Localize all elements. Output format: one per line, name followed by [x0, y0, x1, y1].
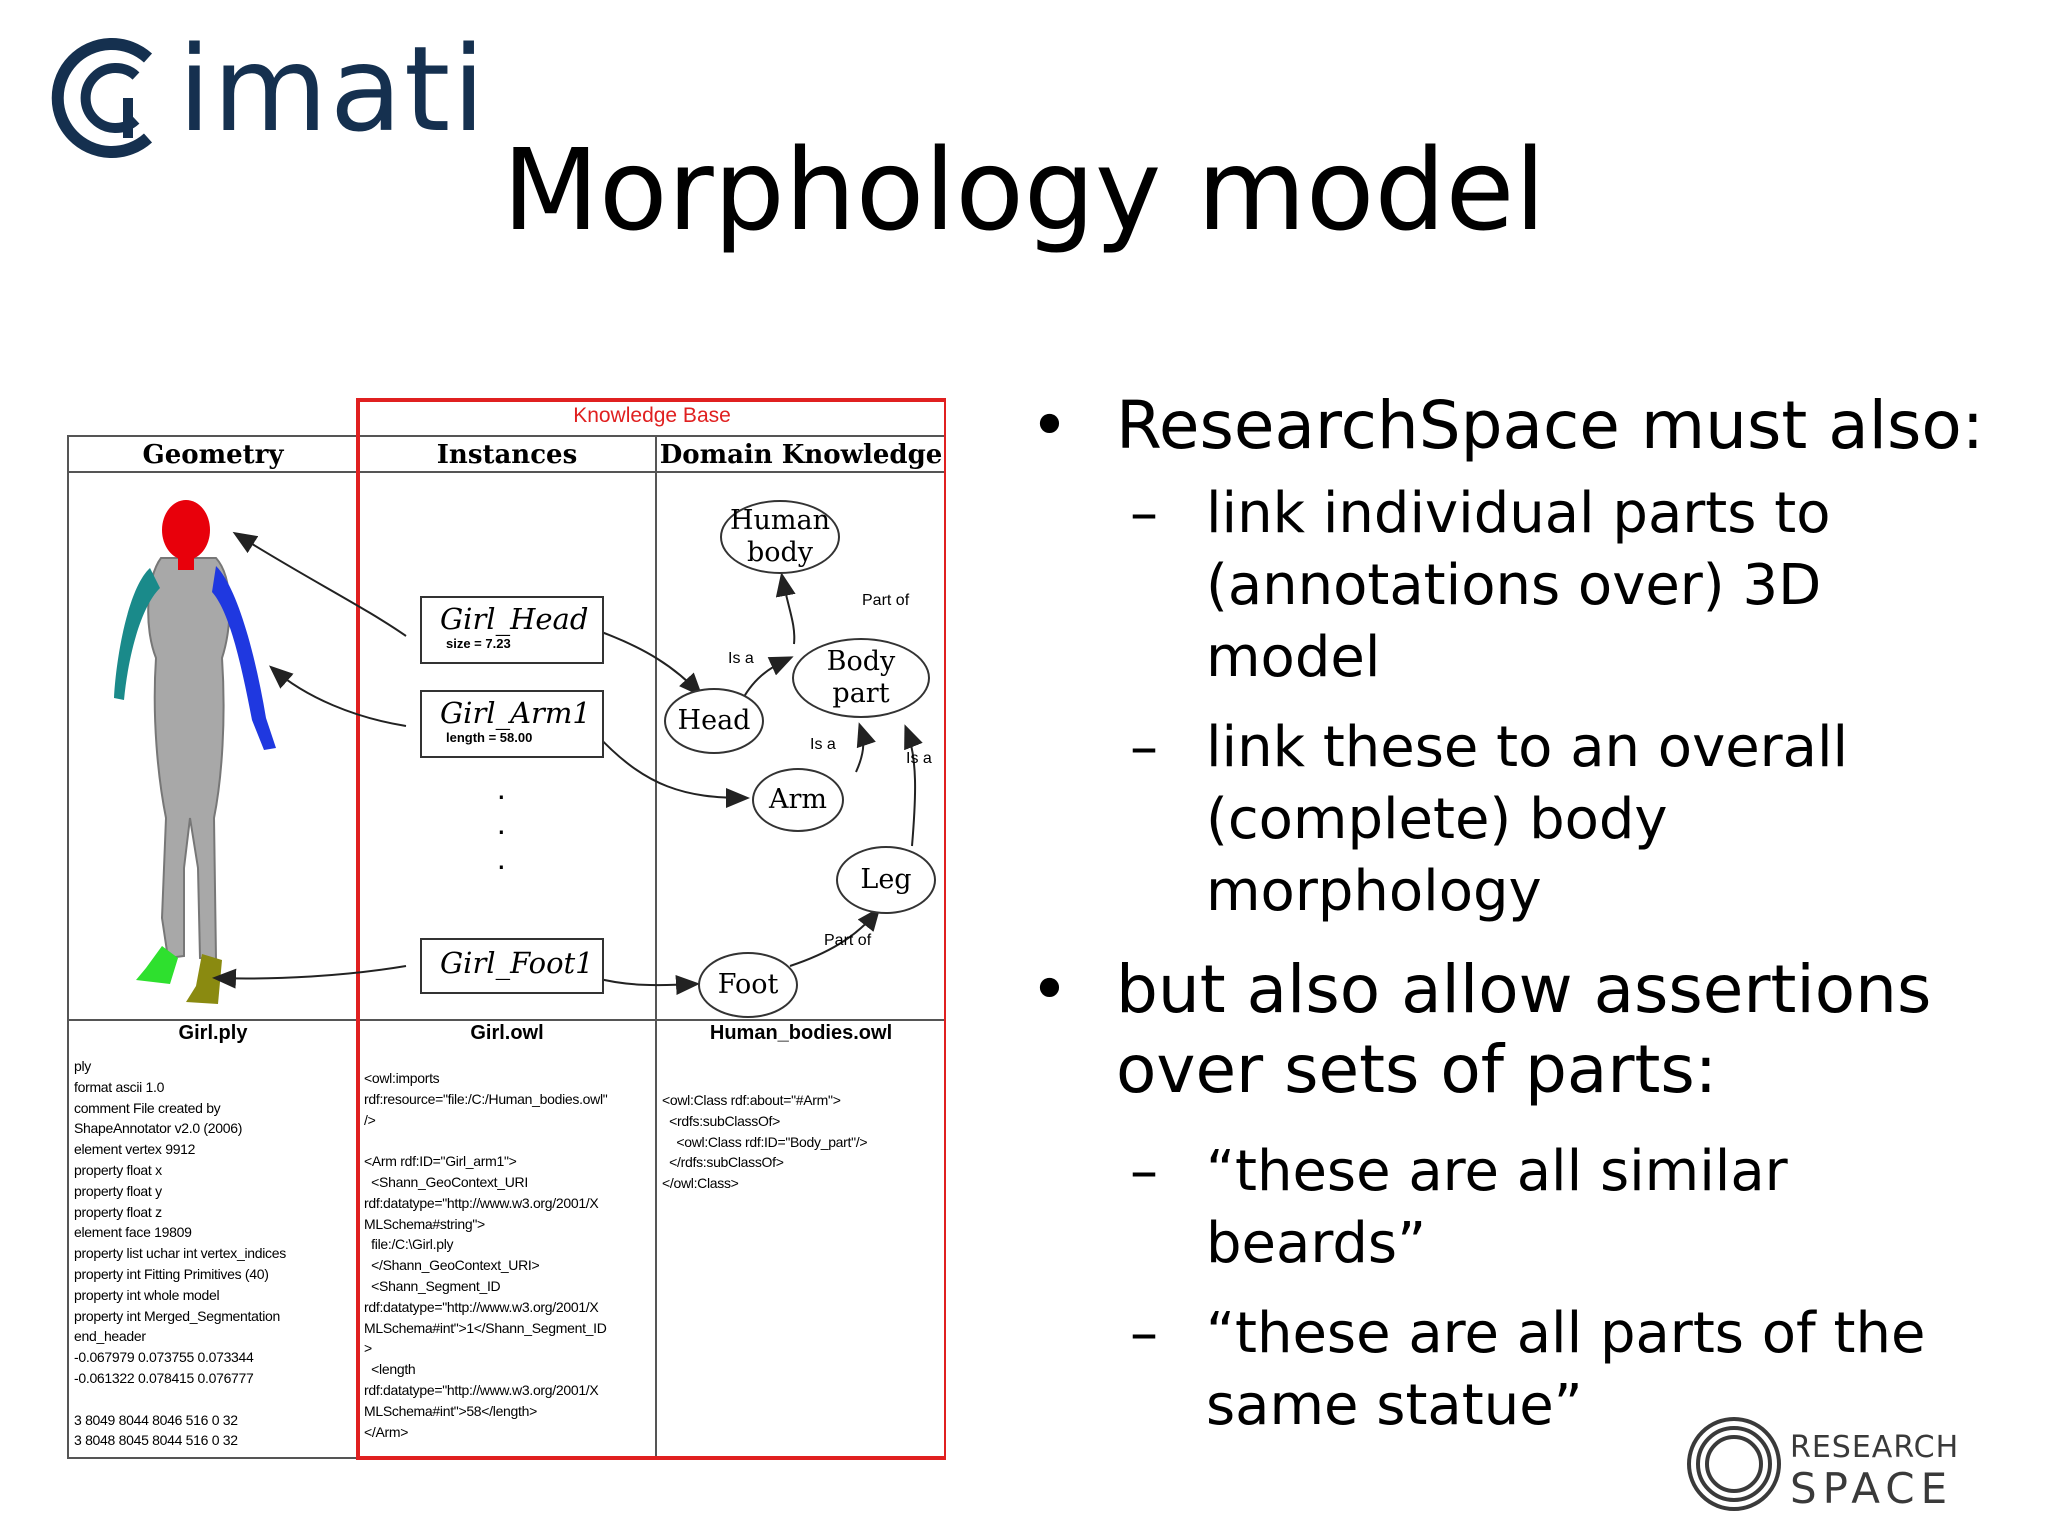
- code-line: 3 8049 8044 8046 516 0 32: [74, 1411, 238, 1428]
- node-body-part: Body part: [792, 638, 930, 718]
- code-line: rdf:datatype="http://www.w3.org/2001/X: [364, 1298, 599, 1315]
- instances-header: Instances: [436, 440, 578, 470]
- code-line: <Shann_Segment_ID: [364, 1277, 501, 1294]
- code-line: [74, 1389, 286, 1410]
- code-line: -0.061322 0.078415 0.076777: [74, 1369, 254, 1386]
- instance-girl-head: Girl_Head size = 7.23: [420, 596, 604, 664]
- node-leg: Leg: [836, 846, 936, 914]
- file-title-instances: Girl.owl: [470, 1022, 544, 1044]
- code-line: MLSchema#int">58</length>: [364, 1402, 537, 1419]
- code-line: [364, 1130, 607, 1151]
- code-line: property int whole model: [74, 1286, 220, 1303]
- code-line: 3 8048 8045 8044 516 0 32: [74, 1432, 238, 1449]
- code-line: <length: [364, 1361, 416, 1378]
- edge-label-part-of: Part of: [862, 592, 910, 609]
- code-line: file:/C:\Girl.ply: [364, 1236, 454, 1253]
- morphology-figure: Knowledge Base Geometry Instances Domain…: [66, 398, 946, 1460]
- node-human-body: Human body: [720, 500, 840, 574]
- domain-knowledge-header: Domain Knowledge: [659, 440, 943, 470]
- code-line: element face 19809: [74, 1224, 192, 1241]
- code-line: <Arm rdf:ID="Girl_arm1">: [364, 1153, 517, 1170]
- edge-label-is-a-head: Is a: [728, 650, 754, 667]
- sub-bullet-mark: –: [1130, 1139, 1158, 1204]
- code-geometry: ply format ascii 1.0 comment File created …: [74, 1056, 286, 1451]
- knowledge-base-frame: [356, 398, 946, 1460]
- file-title-geometry: Girl.ply: [178, 1022, 248, 1044]
- code-line: property int Fitting Primitives (40): [74, 1265, 269, 1282]
- node-head: Head: [664, 688, 764, 754]
- code-line: <rdfs:subClassOf>: [662, 1112, 781, 1129]
- code-line: MLSchema#string">: [364, 1215, 485, 1232]
- code-line: </Arm>: [364, 1423, 409, 1440]
- sub-bullet-mark: –: [1130, 481, 1158, 546]
- code-line: property float z: [74, 1203, 162, 1220]
- imati-logo: imati: [36, 30, 485, 158]
- code-line: ShapeAnnotator v2.0 (2006): [74, 1120, 243, 1137]
- instance-girl-arm1: Girl_Arm1 length = 58.00: [420, 690, 604, 758]
- code-line: property float y: [74, 1182, 162, 1199]
- edge-label-part-of-foot: Part of: [824, 932, 872, 949]
- node-arm: Arm: [752, 768, 844, 832]
- code-line: rdf:datatype="http://www.w3.org/2001/X: [364, 1381, 599, 1398]
- code-line: property int Merged_Segmentation: [74, 1307, 280, 1324]
- code-instances: <owl:imports rdf:resource="file:/C:/Human…: [364, 1068, 608, 1442]
- code-line: property list uchar int vertex_indices: [74, 1245, 286, 1262]
- imati-logo-mark-icon: [51, 38, 153, 158]
- edge-label-is-a-arm: Is a: [810, 736, 836, 753]
- code-line: >: [364, 1340, 372, 1357]
- code-line: comment File created by: [74, 1099, 221, 1116]
- instance-ellipsis: ···: [496, 777, 507, 883]
- node-foot: Foot: [698, 952, 798, 1018]
- code-line: -0.067979 0.073755 0.073344: [74, 1349, 254, 1366]
- bullet-mark: •: [1030, 387, 1069, 464]
- code-line: <Shann_GeoContext_URI: [364, 1173, 528, 1190]
- edge-label-is-a-leg: Is a: [906, 750, 932, 767]
- slide-title: Morphology model: [502, 126, 1546, 256]
- file-title-domain: Human_bodies.owl: [709, 1022, 893, 1044]
- bullet-1-text: ResearchSpace must also:: [1116, 387, 1984, 464]
- code-domain: <owl:Class rdf:about="#Arm"> <rdfs:subCl…: [662, 1090, 868, 1194]
- human-figure-icon: [114, 500, 276, 1004]
- code-line: element vertex 9912: [74, 1141, 196, 1158]
- code-line: <owl:imports: [364, 1070, 440, 1086]
- sub-bullet-mark: –: [1130, 1301, 1158, 1366]
- code-line: rdf:datatype="http://www.w3.org/2001/X: [364, 1194, 599, 1211]
- bullet-mark: •: [1030, 951, 1069, 1028]
- researchspace-logo: RESEARCH SPACE: [1684, 1414, 1984, 1514]
- knowledge-base-label: Knowledge Base: [573, 404, 731, 427]
- researchspace-logo-line1: RESEARCH: [1790, 1430, 1960, 1465]
- code-line: <owl:Class rdf:ID="Body_part"/>: [662, 1133, 868, 1150]
- imati-logo-text: imati: [178, 20, 488, 158]
- code-line: format ascii 1.0: [74, 1078, 165, 1095]
- code-line: property float x: [74, 1161, 162, 1178]
- code-line: MLSchema#int">1</Shann_Segment_ID: [364, 1319, 607, 1336]
- instance-girl-foot1: Girl_Foot1: [420, 938, 604, 994]
- code-line: end_header: [74, 1328, 146, 1345]
- code-line: </Shann_GeoContext_URI>: [364, 1257, 540, 1274]
- researchspace-logo-line2: SPACE: [1790, 1464, 1954, 1513]
- code-line: <owl:Class rdf:about="#Arm">: [662, 1092, 841, 1108]
- code-line: rdf:resource="file:/C:/Human_bodies.owl": [364, 1090, 608, 1107]
- code-line: />: [364, 1111, 376, 1128]
- figure-lines: [67, 398, 946, 1460]
- code-line: </owl:Class>: [662, 1175, 739, 1192]
- geometry-header: Geometry: [142, 440, 284, 470]
- sub-bullet-mark: –: [1130, 715, 1158, 780]
- code-line: </rdfs:subClassOf>: [662, 1154, 784, 1171]
- researchspace-logo-mark-icon: [1687, 1417, 1781, 1511]
- code-line: ply: [74, 1058, 91, 1074]
